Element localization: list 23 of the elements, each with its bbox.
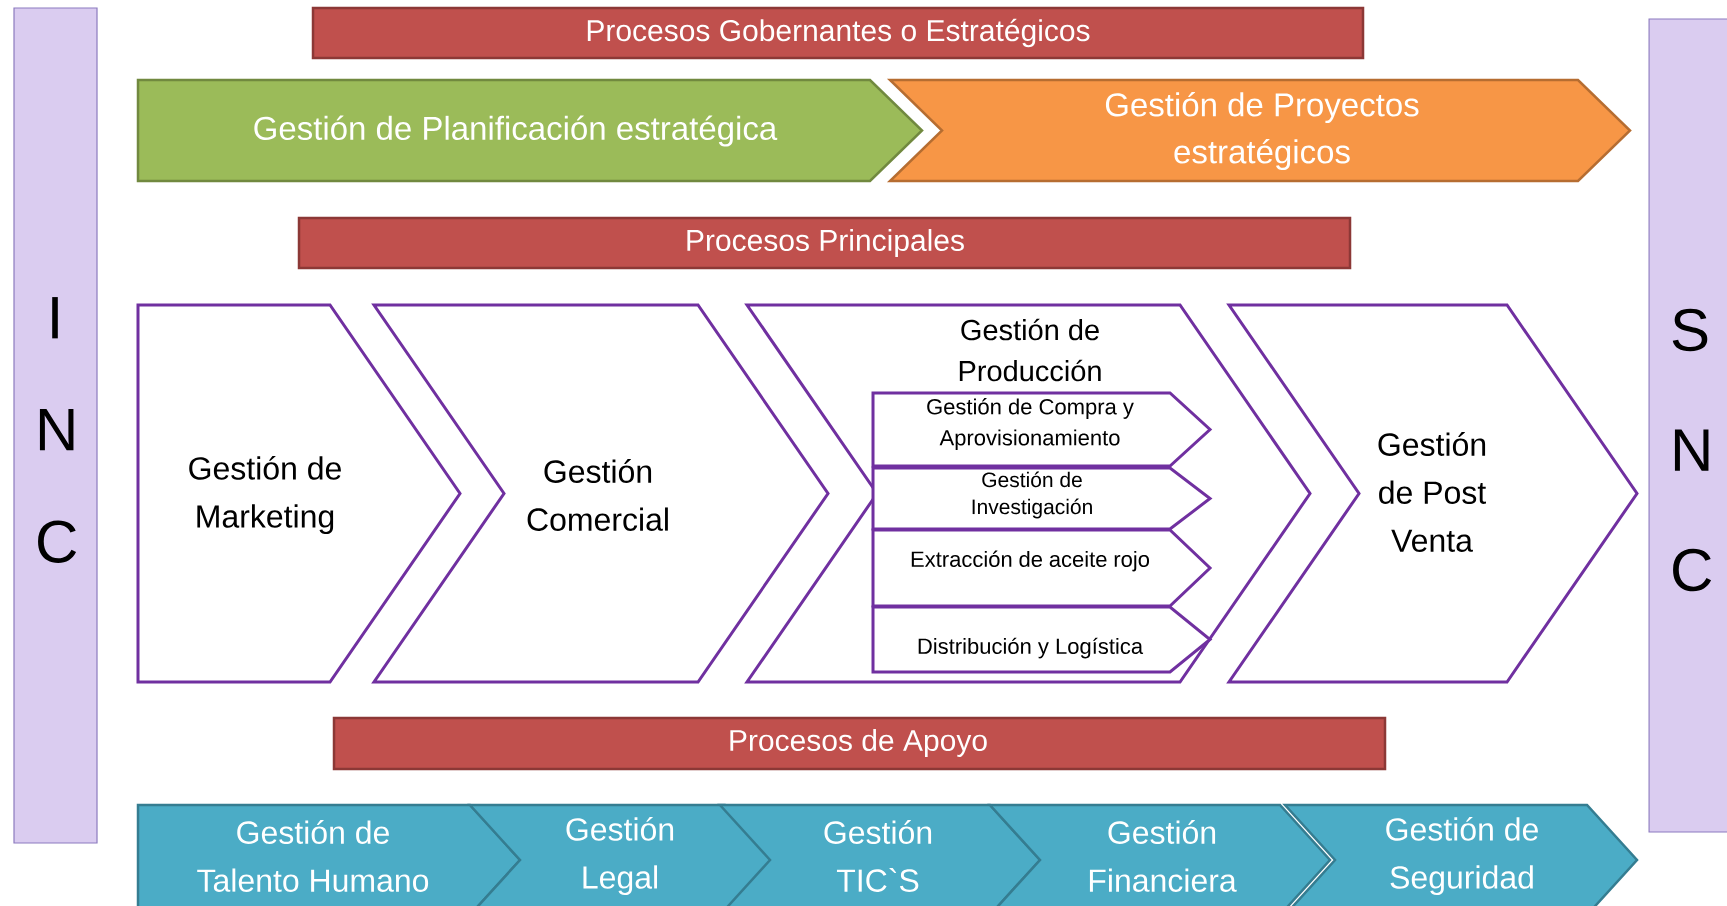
node-label: Gestión de Talento Humano [197,820,429,892]
sub-process-box: Extracción de aceite rojo [871,528,1213,608]
sub-process-box: Gestión de Investigación [871,466,1213,531]
sub-process-box: Gestión de Compra y Aprovisionamiento [871,391,1213,468]
process-box: Gestión Comercial [371,303,830,684]
process-box: Gestión de Seguridad [1282,803,1639,906]
side-bar: S N C [1648,18,1727,833]
process-box: Gestión Financiera [987,803,1332,906]
heading-band: Procesos de Apoyo [332,716,1387,771]
process-box: Gestión de Post Venta [1226,303,1639,684]
node-label: Gestión de Seguridad [1386,816,1538,896]
process-box: Gestión TIC`S [717,803,1042,906]
node-label: Gestión TIC`S [824,820,932,892]
node-label: Gestión Financiera [1089,820,1237,892]
node-label: Gestión Legal [566,816,674,896]
process-box: Gestión de Proyectos estratégicos [886,78,1632,183]
heading-band: Procesos Principales [297,216,1352,270]
process-box: Gestión de Planificación estratégica [136,78,924,183]
side-bar: I N C [13,7,98,844]
process-box: Gestión de Marketing [136,303,462,684]
process-box: Gestión de Talento Humano [136,803,522,906]
sub-process-box: Distribución y Logística [871,605,1213,674]
heading-band: Procesos Gobernantes o Estratégicos [311,6,1365,60]
